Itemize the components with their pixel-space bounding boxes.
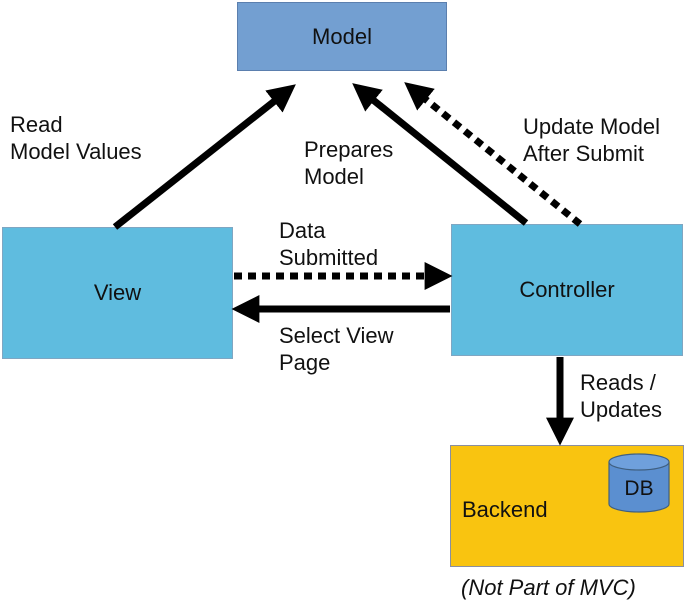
arrow-view-to-model <box>112 84 296 230</box>
update-model-label: Update Model After Submit <box>523 114 660 166</box>
data-submitted-label: Data Submitted <box>279 218 379 270</box>
select-view-page-label: Select View Page <box>279 323 394 375</box>
arrow-controller-to-model <box>352 83 529 226</box>
reads-updates-label: Reads / Updates <box>580 370 662 422</box>
db-cylinder-icon: DB <box>608 453 670 513</box>
view-box: View <box>2 227 233 359</box>
db-label: DB <box>624 477 653 500</box>
controller-label: Controller <box>519 277 615 302</box>
controller-box: Controller <box>451 224 683 356</box>
arrow-controller-to-model-update <box>404 82 583 227</box>
view-label: View <box>93 280 142 305</box>
not-part-of-mvc-note: (Not Part of MVC) <box>461 575 636 600</box>
read-model-values-label: Read Model Values <box>10 112 142 164</box>
model-box: Model <box>237 2 447 71</box>
backend-label: Backend <box>462 497 548 522</box>
model-label: Model <box>312 23 372 49</box>
prepares-model-label: Prepares Model <box>304 137 394 189</box>
